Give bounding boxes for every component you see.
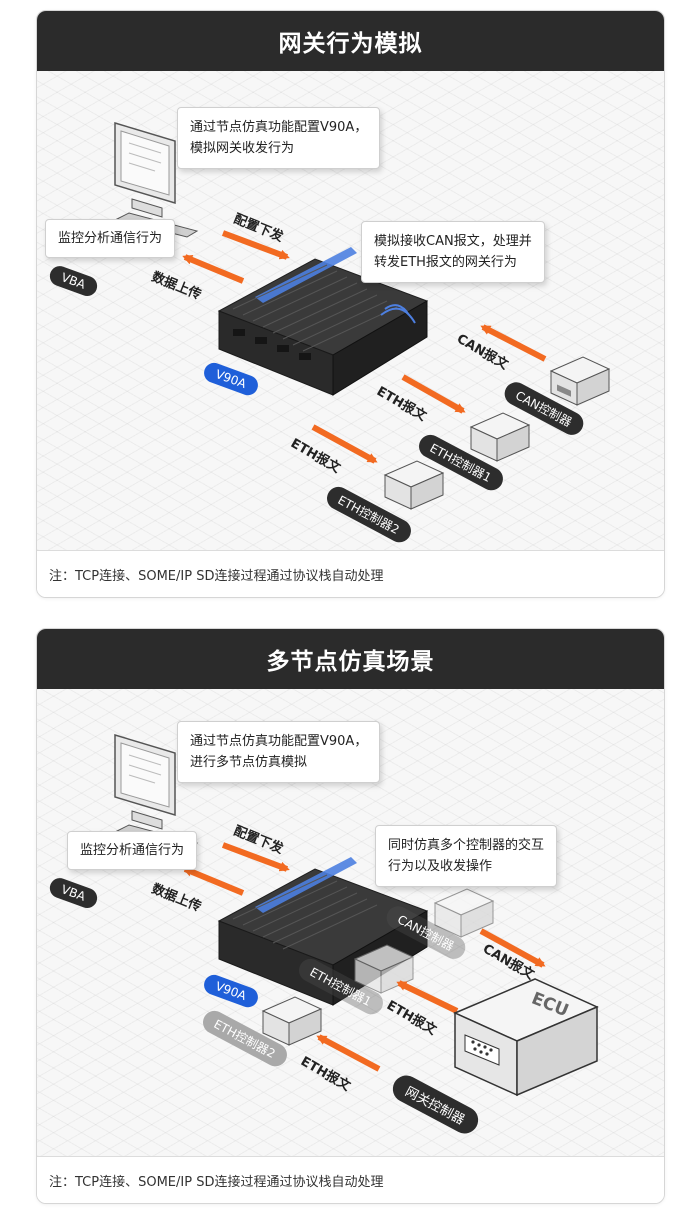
can-message-arrow <box>479 928 546 968</box>
config-arrow <box>221 842 290 872</box>
ecu-box <box>453 978 599 1097</box>
upload-arrow <box>182 866 245 896</box>
config-callout-line-1: 通过节点仿真功能配置V90A， <box>190 120 368 135</box>
monitor-callout-text: 监控分析通信行为 <box>80 843 185 858</box>
gateway-callout-line-1: 模拟接收CAN报文，处理并 <box>374 234 532 249</box>
eth-message-arrow-2 <box>311 424 378 464</box>
monitor-callout: 监控分析通信行为 <box>67 831 198 870</box>
config-arrow <box>221 230 290 260</box>
gateway-callout: 模拟接收CAN报文，处理并 转发ETH报文的网关行为 <box>361 221 545 283</box>
gateway-simulation-panel: 网关行为模拟 <box>36 10 665 598</box>
v90a-device <box>217 247 429 396</box>
eth-message-arrow-1 <box>396 980 459 1014</box>
diagram-area: 通过节点仿真功能配置V90A， 模拟网关收发行为 监控分析通信行为 模拟接收CA… <box>37 71 664 551</box>
diagram-graphics <box>114 121 611 510</box>
can-controller-box <box>549 356 611 406</box>
config-callout: 通过节点仿真功能配置V90A， 进行多节点仿真模拟 <box>177 721 381 783</box>
can-controller-ghost-box <box>433 888 495 938</box>
panel-title: 网关行为模拟 <box>37 11 664 71</box>
config-callout-line-2: 模拟网关收发行为 <box>190 141 295 156</box>
multi-node-simulation-panel: 多节点仿真场景 <box>36 628 665 1204</box>
upload-arrow <box>182 254 245 284</box>
footnote: 注：TCP连接、SOME/IP SD连接过程通过协议栈自动处理 <box>37 1157 664 1203</box>
config-callout: 通过节点仿真功能配置V90A， 模拟网关收发行为 <box>177 107 381 169</box>
multi-node-callout-line-2: 行为以及收发操作 <box>388 859 493 874</box>
multi-node-callout: 同时仿真多个控制器的交互 行为以及收发操作 <box>375 825 558 887</box>
config-callout-line-2: 进行多节点仿真模拟 <box>190 755 308 770</box>
multi-node-callout-line-1: 同时仿真多个控制器的交互 <box>388 838 545 853</box>
panel-title: 多节点仿真场景 <box>37 629 664 689</box>
can-message-arrow <box>480 324 547 362</box>
gateway-callout-line-2: 转发ETH报文的网关行为 <box>374 255 517 270</box>
eth-controller-1-ghost-box <box>353 944 415 994</box>
diagram-graphics <box>114 733 599 1097</box>
eth-message-arrow-1 <box>401 374 466 414</box>
eth-controller-2-box <box>383 460 445 510</box>
eth-controller-1-box <box>469 412 531 462</box>
config-callout-line-1: 通过节点仿真功能配置V90A， <box>190 734 368 749</box>
footnote: 注：TCP连接、SOME/IP SD连接过程通过协议栈自动处理 <box>37 551 664 597</box>
eth-controller-2-box <box>261 996 323 1046</box>
pc-monitor-icon <box>114 121 199 238</box>
eth-message-arrow-2 <box>316 1034 381 1072</box>
diagram-area: 通过节点仿真功能配置V90A， 进行多节点仿真模拟 监控分析通信行为 同时仿真多… <box>37 689 664 1157</box>
monitor-callout-text: 监控分析通信行为 <box>58 231 163 246</box>
monitor-callout: 监控分析通信行为 <box>45 219 176 258</box>
